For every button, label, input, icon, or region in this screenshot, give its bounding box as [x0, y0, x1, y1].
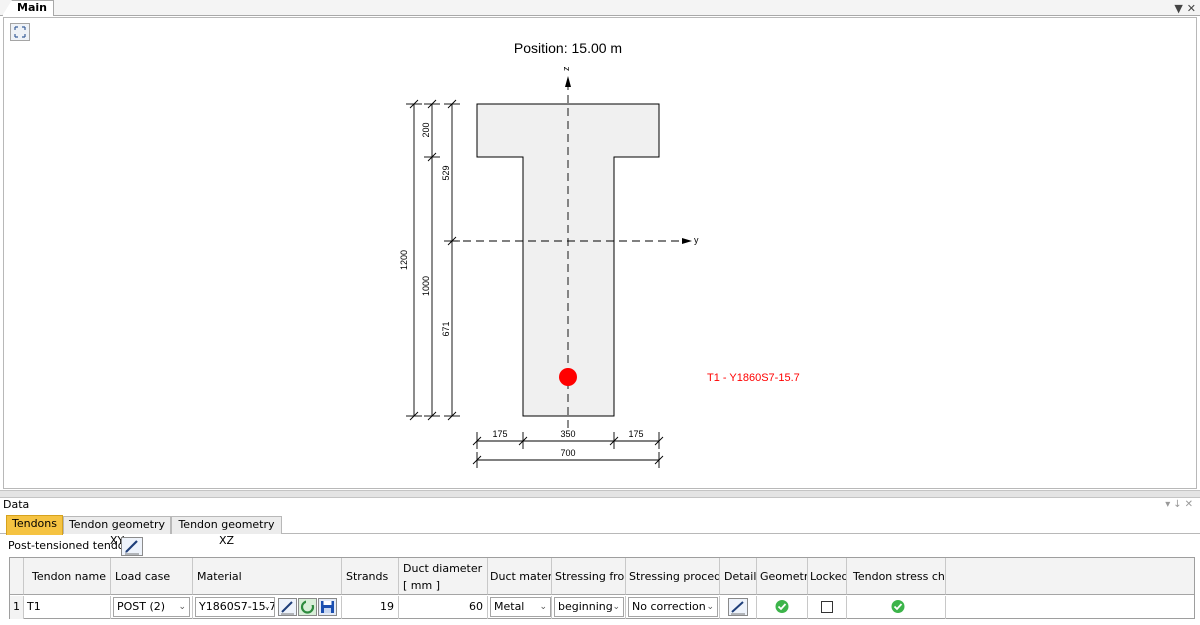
cell-duct-material	[488, 596, 552, 619]
tab-main[interactable]: Main	[2, 0, 54, 16]
dropdown-icon[interactable]: ▾	[1165, 499, 1174, 510]
chevron-down-icon: ⌄	[178, 602, 186, 612]
col-strands: Strands	[342, 558, 399, 595]
section-label: Post-tensioned tendons	[8, 539, 138, 552]
expand-icon	[14, 26, 26, 38]
close-icon[interactable]: ✕	[1186, 1, 1196, 15]
col-stressing-procedure: Stressing procedure	[626, 558, 720, 595]
cell-duct-diameter[interactable]: 60	[399, 596, 488, 619]
col-duct-diameter-label: Duct diameter	[403, 562, 483, 575]
t-section-shape	[476, 103, 660, 417]
dim-flange-thickness: 200	[421, 122, 431, 137]
dim-right-overhang: 175	[628, 429, 643, 439]
col-duct-material: Duct material	[488, 558, 552, 595]
stressing-procedure-value: No correction	[632, 600, 706, 613]
chevron-down-icon: ⌄	[612, 602, 620, 612]
tendon-marker	[559, 368, 577, 386]
dim-total-width: 700	[560, 448, 575, 458]
z-axis-label: z	[561, 66, 571, 71]
zoom-fit-button[interactable]	[10, 23, 30, 41]
y-axis-label: y	[694, 235, 699, 245]
col-duct-diameter: Duct diameter [ mm ]	[399, 558, 488, 595]
tendons-table: Tendon name Load case Material Strands D…	[9, 557, 1195, 619]
dim-web-width: 350	[560, 429, 575, 439]
stressing-procedure-select[interactable]: No correction ⌄	[628, 597, 718, 617]
pencil-icon	[125, 540, 139, 555]
position-label: Position: 15.00 m	[514, 40, 622, 56]
material-select[interactable]: Y1860S7-15.7 ⌄	[195, 597, 275, 617]
close-icon[interactable]: ✕	[1184, 499, 1196, 510]
col-detail: Detail	[720, 558, 757, 595]
cell-tendon-stress-check	[847, 596, 946, 619]
data-panel-header: Data ▾↓✕	[0, 498, 1200, 512]
cell-stressing-procedure	[626, 596, 720, 619]
section-drawing-panel: Position: 15.00 m z y T1 - Y1860S7-15.7	[3, 17, 1197, 489]
edit-material-button[interactable]	[278, 598, 297, 616]
z-axis-arrow	[565, 76, 571, 87]
col-locked: Locked	[808, 558, 847, 595]
dim-top-to-centroid: 529	[441, 165, 451, 180]
y-axis-arrow	[682, 238, 692, 244]
dim-total-height: 1200	[399, 250, 409, 270]
duct-material-select[interactable]: Metal ⌄	[490, 597, 551, 617]
cell-load-case	[111, 596, 193, 619]
pencil-icon	[731, 601, 745, 615]
dim-centroid-to-bottom: 671	[441, 321, 451, 336]
cell-stressing-from	[552, 596, 626, 619]
stressing-from-value: beginning	[558, 600, 613, 613]
row-index: 1	[10, 596, 24, 619]
stressing-from-select[interactable]: beginning ⌄	[554, 597, 624, 617]
material-value: Y1860S7-15.7	[199, 600, 275, 613]
col-duct-diameter-unit: [ mm ]	[403, 579, 441, 592]
col-tendon-name: Tendon name	[24, 558, 111, 595]
tendon-detail-button[interactable]	[728, 598, 748, 616]
tendon-label: T1 - Y1860S7-15.7	[707, 372, 800, 384]
cell-strands[interactable]: 19	[342, 596, 399, 619]
col-stressing-from: Stressing from	[552, 558, 626, 595]
col-filler	[946, 558, 1194, 595]
chevron-down-icon: ⌄	[706, 602, 714, 612]
check-ok-icon	[891, 600, 905, 613]
load-case-select[interactable]: POST (2) ⌄	[113, 597, 190, 617]
cell-filler	[946, 596, 1194, 619]
chevron-down-icon: ⌄	[539, 602, 547, 612]
panel-splitter[interactable]	[0, 490, 1200, 498]
load-case-value: POST (2)	[117, 600, 166, 613]
row-header-corner	[10, 558, 24, 595]
check-ok-icon	[775, 600, 789, 613]
tab-tendons[interactable]: Tendons	[6, 515, 63, 535]
refresh-icon	[300, 600, 315, 614]
tab-tendon-geometry-xz[interactable]: Tendon geometry XZ	[171, 516, 282, 547]
dim-web-height: 1000	[421, 276, 431, 296]
pin-icon[interactable]: ↓	[1173, 499, 1185, 510]
material-library-button[interactable]	[298, 598, 317, 616]
horizontal-dimensions	[472, 432, 664, 468]
col-load-case: Load case	[111, 558, 193, 595]
col-tendon-stress-check: Tendon stress check	[847, 558, 946, 595]
pin-icon[interactable]: ▼	[1174, 1, 1183, 15]
data-tab-strip: Tendons Tendon geometry XY Tendon geomet…	[0, 515, 1200, 547]
cell-tendon-name[interactable]: T1	[24, 596, 111, 619]
data-panel-title: Data	[3, 498, 30, 511]
duct-material-value: Metal	[494, 600, 525, 613]
chevron-down-icon: ⌄	[263, 602, 271, 612]
locked-checkbox[interactable]	[821, 601, 833, 613]
cell-geometry	[757, 596, 808, 619]
cell-material	[193, 596, 342, 619]
cell-detail	[720, 596, 757, 619]
pencil-icon	[281, 601, 294, 615]
save-material-button[interactable]	[318, 598, 337, 616]
col-material: Material	[193, 558, 342, 595]
vertical-dimensions	[406, 99, 460, 421]
col-geometry: Geometry	[757, 558, 808, 595]
tab-tendon-geometry-xy[interactable]: Tendon geometry XY	[63, 516, 171, 547]
save-icon	[321, 601, 334, 613]
dim-left-overhang: 175	[492, 429, 507, 439]
edit-tendons-button[interactable]	[121, 537, 143, 556]
cross-section-drawing: Position: 15.00 m z y T1 - Y1860S7-15.7	[399, 40, 800, 468]
cell-locked	[808, 596, 847, 619]
document-tab-bar: Main ▼ ✕	[0, 0, 1200, 16]
